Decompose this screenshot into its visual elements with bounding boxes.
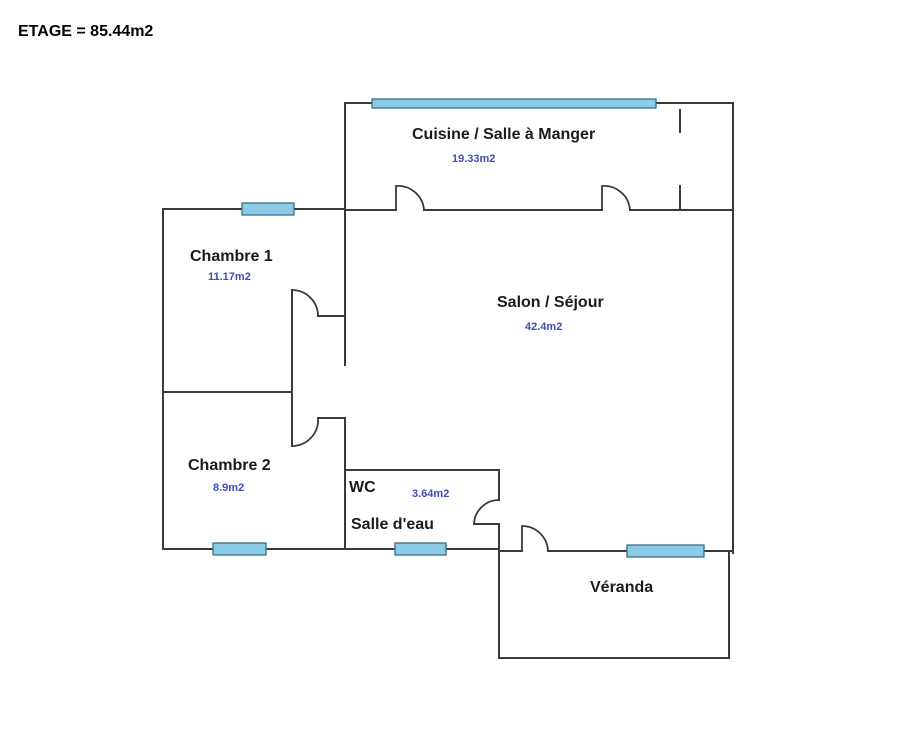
room-area-bedroom2: 8.9m2 — [213, 482, 244, 494]
room-area-bedroom1: 11.17m2 — [208, 271, 251, 283]
room-area-kitchen: 19.33m2 — [452, 153, 495, 165]
window-bedroom2 — [212, 542, 267, 556]
room-name-veranda: Véranda — [590, 579, 653, 596]
room-name-salon: Salon / Séjour — [497, 294, 604, 311]
window-bathroom — [394, 542, 447, 556]
room-name-kitchen: Cuisine / Salle à Manger — [412, 126, 595, 143]
room-name-bathroom: Salle d'eau — [351, 516, 434, 533]
window-kitchen — [371, 98, 657, 109]
door-bedroom2 — [291, 417, 319, 447]
window-bedroom1 — [241, 202, 295, 216]
door-kitchen-left — [395, 185, 425, 211]
room-name-bedroom1: Chambre 1 — [190, 248, 273, 265]
room-area-bathroom: 3.64m2 — [412, 488, 449, 500]
window-salon — [626, 544, 705, 558]
door-kitchen-right — [601, 185, 631, 211]
walls — [162, 102, 734, 659]
room-name-bedroom2: Chambre 2 — [188, 457, 271, 474]
windows — [212, 98, 705, 558]
door-bathroom — [473, 499, 500, 525]
room-labels: Cuisine / Salle à Manger 19.33m2 Chambre… — [188, 126, 653, 596]
floor-total-title: ETAGE = 85.44m2 — [18, 23, 153, 40]
door-bedroom1 — [291, 289, 319, 317]
door-veranda — [521, 525, 549, 552]
doors — [291, 185, 631, 552]
room-area-salon: 42.4m2 — [525, 321, 562, 333]
room-name-wc: WC — [349, 479, 376, 496]
